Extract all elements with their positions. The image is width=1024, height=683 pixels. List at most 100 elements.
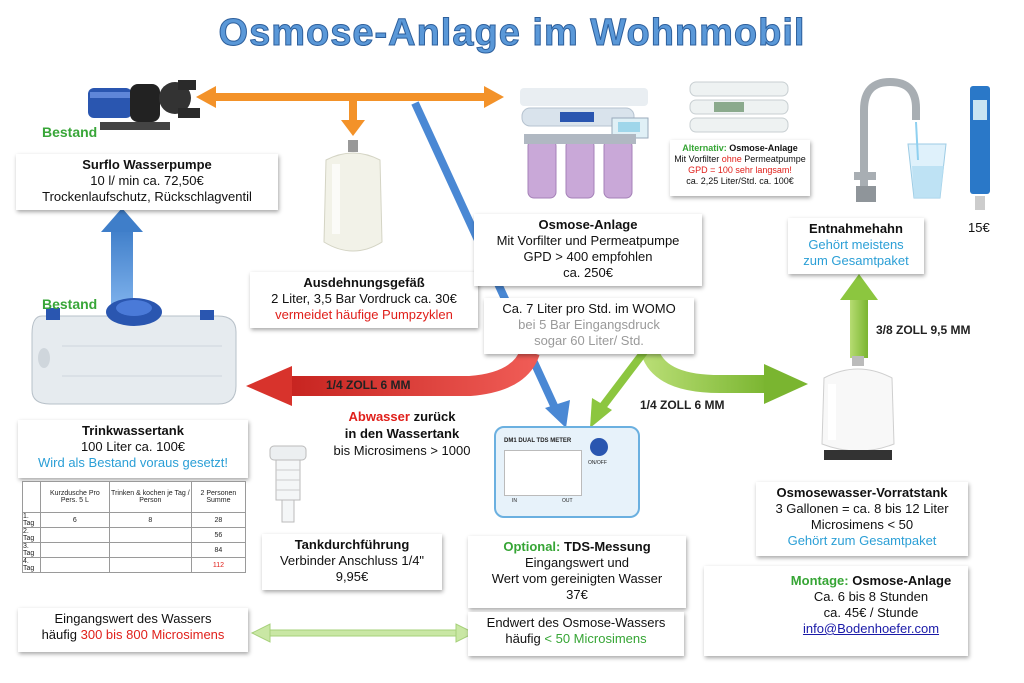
table-row: 4. Tag 112 <box>22 557 247 573</box>
alternative-info-box: Alternativ: Osmose-Anlage Mit Vorfilter … <box>670 140 810 196</box>
tds-meter-power-button <box>590 438 608 456</box>
waste-line-3: bis Microsimens > 1000 <box>333 443 471 458</box>
table-cell <box>39 527 110 543</box>
input-value-line-2: häufig 300 bis 800 Microsimens <box>22 627 244 643</box>
clean-hose-size-label: 1/4 ZOLL 6 MM <box>640 398 725 412</box>
table-row: 3. Tag 84 <box>22 542 247 558</box>
waste-word: Abwasser <box>348 409 410 424</box>
end-value-box: Endwert des Osmose-Wassers häufig < 50 M… <box>468 612 684 656</box>
faucet-line-2: zum Gesamtpaket <box>803 253 909 268</box>
faucet-hose-size-label: 3/8 ZOLL 9,5 MM <box>876 323 971 337</box>
faucet-name: Entnahmehahn <box>809 221 903 236</box>
end-value-line-2: häufig < 50 Microsimens <box>472 631 680 647</box>
tds-name: TDS-Messung <box>564 539 651 554</box>
alternative-label: Alternativ: <box>682 143 727 153</box>
page-title: Osmose-Anlage im Wohnmobil <box>218 12 806 55</box>
tds-info-box: Optional: TDS-Messung Eingangswert und W… <box>468 536 686 608</box>
osmose-info-box: Osmose-Anlage Mit Vorfilter und Permeatp… <box>474 214 702 286</box>
montage-label: Montage: <box>790 573 849 588</box>
waste-rest: zurück <box>413 409 456 424</box>
storage-name: Osmosewasser-Vorratstank <box>776 485 948 500</box>
tds-meter-onoff-label: ON/OFF <box>588 460 607 466</box>
pump-info-box: Surflo Wasserpumpe 10 l/ min ca. 72,50€ … <box>16 154 278 210</box>
montage-email-link[interactable]: info@Bodenhoefer.com <box>802 621 940 636</box>
pump-line-1: 10 l/ min ca. 72,50€ <box>90 173 204 188</box>
tds-title-row: Optional: TDS-Messung <box>472 539 682 555</box>
montage-name: Osmose-Anlage <box>852 573 952 588</box>
waste-hose-size-label: 1/4 ZOLL 6 MM <box>326 378 411 392</box>
montage-line-2: ca. 45€ / Stunde <box>823 605 919 620</box>
storage-line-2: Microsimens < 50 <box>810 517 914 532</box>
osmose-name: Osmose-Anlage <box>538 217 638 232</box>
tds-line-2: Wert vom gereinigten Wasser <box>491 571 663 586</box>
table-cell <box>108 557 192 573</box>
table-cell <box>108 542 192 558</box>
pump-bestand-label: Bestand <box>42 124 98 140</box>
output-line-2: bei 5 Bar Eingangsdruck <box>518 317 660 332</box>
pump-line-2: Trockenlaufschutz, Rückschlagventil <box>42 189 252 204</box>
table-header-cell: 2 Personen Summe <box>190 481 247 513</box>
osmose-line-1: Mit Vorfilter und Permeatpumpe <box>496 233 680 248</box>
table-cell: 3. Tag <box>22 542 41 558</box>
fitting-line-2: 9,95€ <box>335 569 369 584</box>
fitting-info-box: Tankdurchführung Verbinder Anschluss 1/4… <box>262 534 442 590</box>
tds-meter-out-label: OUT <box>562 498 573 504</box>
green-to-tds-arrow <box>590 349 648 428</box>
input-value-line-2b: 300 bis 800 Microsimens <box>80 627 225 642</box>
table-cell: 84 <box>190 542 247 558</box>
storage-line-3: Gehört zum Gesamtpaket <box>787 533 937 548</box>
water-tank-image <box>31 298 237 405</box>
expansion-info-box: Ausdehnungsgefäß 2 Liter, 3,5 Bar Vordru… <box>250 272 478 328</box>
fitting-line-1: Verbinder Anschluss 1/4" <box>279 553 425 568</box>
end-value-line-2b: < 50 Microsimens <box>544 631 647 646</box>
input-value-line-2a: häufig <box>41 627 77 642</box>
table-cell <box>39 542 110 558</box>
alternative-line-1: Mit Vorfilter ohne Permeatpumpe <box>672 154 808 165</box>
expansion-line-1: 2 Liter, 3,5 Bar Vordruck ca. 30€ <box>271 291 457 306</box>
expansion-vessel-image <box>323 140 383 252</box>
faucet-info-box: Entnahmehahn Gehört meistens zum Gesamtp… <box>788 218 924 274</box>
alternative-osmose-image <box>689 81 789 133</box>
table-cell: 112 <box>190 557 247 573</box>
osmose-line-3: ca. 250€ <box>563 265 613 280</box>
osmose-unit-image <box>520 88 649 199</box>
tds-meter-in-label: IN <box>512 498 517 504</box>
storage-line-1: 3 Gallonen = ca. 8 bis 12 Liter <box>775 501 949 516</box>
table-cell: 56 <box>190 527 247 543</box>
tds-pen-image <box>970 86 990 210</box>
end-value-line-1: Endwert des Osmose-Wassers <box>486 615 666 630</box>
table-header-cell: Trinken & kochen je Tag / Person <box>108 481 192 513</box>
end-value-line-2a: häufig <box>505 631 541 646</box>
tank-line-1: 100 Liter ca. 100€ <box>80 439 186 454</box>
table-cell: 4. Tag <box>22 557 41 573</box>
table-cell <box>39 557 110 573</box>
alternative-line-3: ca. 2,25 Liter/Std. ca. 100€ <box>686 176 794 186</box>
waste-title-row: Abwasser zurück <box>318 408 486 425</box>
alternative-line-1a: Mit Vorfilter <box>674 154 720 164</box>
orange-supply-arrow <box>196 86 504 136</box>
expansion-line-2: vermeidet häufige Pumpzyklen <box>275 307 453 322</box>
table-header-cell <box>22 481 41 513</box>
faucet-line-1: Gehört meistens <box>808 237 904 252</box>
faucet-image <box>854 77 947 202</box>
table-cell: 28 <box>190 512 247 528</box>
green-to-storage-arrow <box>641 348 808 404</box>
tds-pen-price: 15€ <box>968 220 990 235</box>
tds-meter-image: DM1 DUAL TDS METER ON/OFF IN OUT <box>494 426 640 518</box>
tank-line-2: Wird als Bestand voraus gesetzt! <box>37 455 229 470</box>
table-cell: 1. Tag <box>22 512 41 528</box>
montage-line-1: Ca. 6 bis 8 Stunden <box>813 589 929 604</box>
table-cell: 8 <box>108 512 192 528</box>
tank-bestand-label: Bestand <box>42 296 98 312</box>
storage-info-box: Osmosewasser-Vorratstank 3 Gallonen = ca… <box>756 482 968 556</box>
input-value-box: Eingangswert des Wassers häufig 300 bis … <box>18 608 248 652</box>
alternative-line-1c: Permeatpumpe <box>744 154 806 164</box>
output-info-box: Ca. 7 Liter pro Std. im WOMO bei 5 Bar E… <box>484 298 694 354</box>
waste-water-note: Abwasser zurück in den Wassertank bis Mi… <box>318 408 486 459</box>
tank-info-box: Trinkwassertank 100 Liter ca. 100€ Wird … <box>18 420 248 478</box>
montage-info-box: Montage: Osmose-Anlage Ca. 6 bis 8 Stund… <box>704 566 968 656</box>
